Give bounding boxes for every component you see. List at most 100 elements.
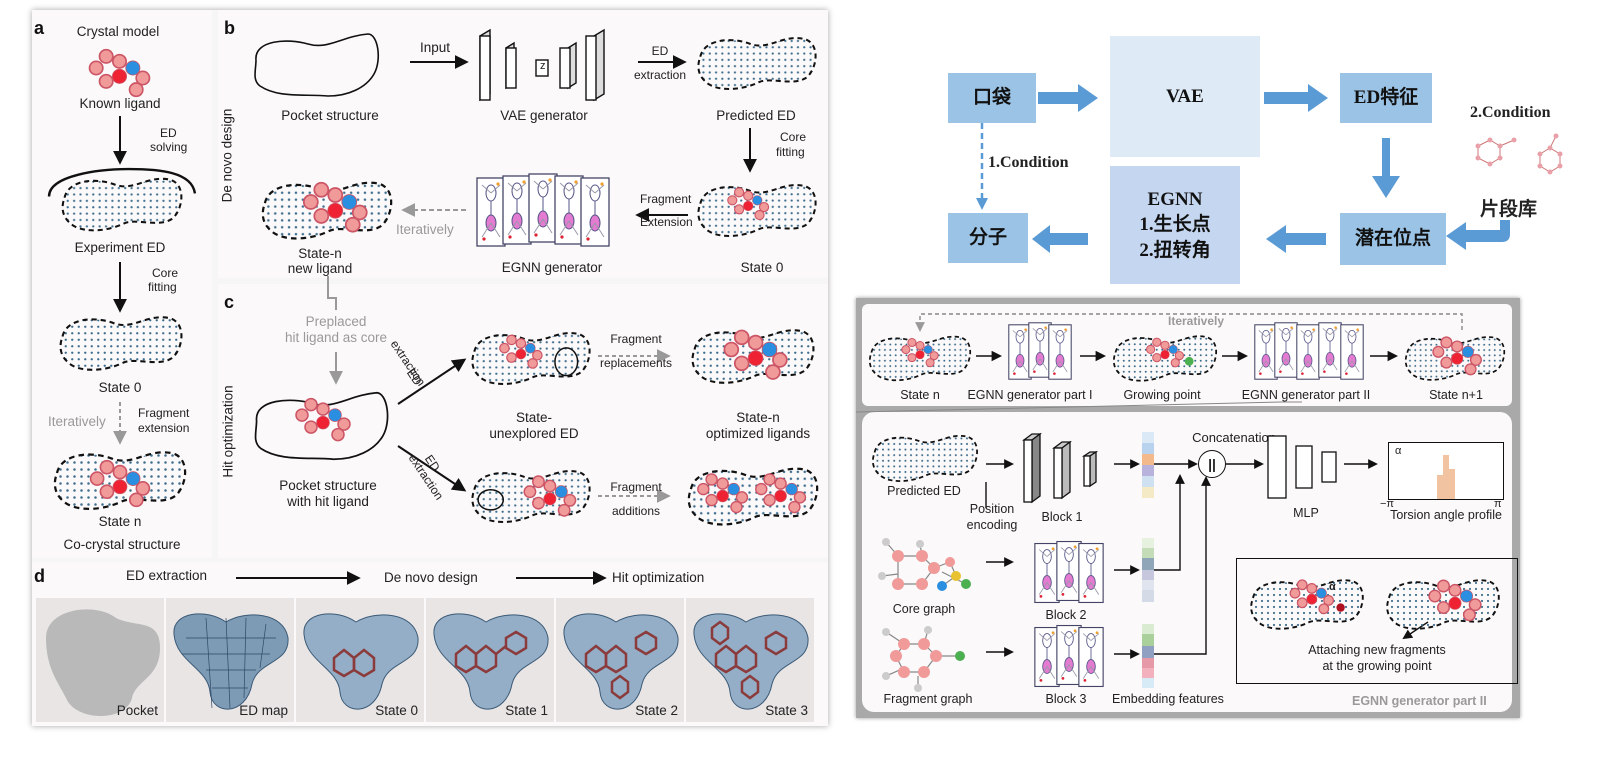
torsion-bar-3 [1449,469,1455,499]
egnn-title: EGNN [1147,188,1203,210]
vae-box: VAE [1110,36,1260,157]
unexplored-blob-up [468,318,594,398]
fragment-graph-label: Fragment graph [883,692,973,706]
cocrystal-label: Co-crystal structure [63,537,181,552]
fragment-extension-b1: Fragment [640,192,692,206]
pocket-hit-2: with hit ligand [287,494,369,509]
pocket-outline-b [254,33,380,97]
mlp-blocks [1267,435,1337,499]
block3-sheets [1034,624,1104,688]
minus-pi-label: −π [1380,498,1395,510]
arrow-a1 [113,116,127,165]
predicted-ed-blob-b [694,26,820,100]
fragment-extension-a1: Fragment [138,406,190,420]
tile-state0-label: State 0 [375,703,418,718]
panel-a-letter: a [34,18,45,38]
known-ligand-label: Known ligand [79,96,161,111]
molecule-box: 分子 [948,213,1028,263]
state-n-optimized-2: optimized ligands [705,426,811,441]
stage-de-novo: De novo design [384,570,478,585]
pocket-hit-1: Pocket structure [279,478,377,493]
state-unexplored-1: State- [515,410,553,425]
block3-label: Block 3 [1045,692,1087,706]
tile-pocket: Pocket [36,598,164,722]
staten-label-a: State n [98,514,142,529]
core-graph [878,538,971,591]
ed-solving-1: ED [160,126,177,140]
position-encoding-1: Position [969,502,1015,516]
tile-state3-label: State 3 [765,703,808,718]
iteratively-a: Iteratively [48,414,106,429]
tile-state2: State 2 [556,598,684,722]
state-n-right: State n [900,388,940,402]
state-n-blob-right [866,328,974,388]
fragment-replacements-1: Fragment [610,332,662,346]
staten-blob-b [258,170,396,250]
growing-point-label: Growing point [1123,388,1201,402]
predicted-ed-right: Predicted ED [887,484,961,498]
state0-label-b: State 0 [740,260,784,275]
ed-solving-2: solving [150,140,188,154]
iteratively-loop [915,313,1463,362]
stage-ed-extraction: ED extraction [126,568,208,583]
condition2-label: 2.Condition [1470,104,1551,121]
stage-arrows [236,571,607,585]
fragment-replacements-2: replacements [599,356,673,370]
arrow-a2 [113,262,127,313]
latent-site-box: 潜在位点 [1340,213,1446,265]
pi-label: π [1494,498,1502,510]
torsion-plot: α [1388,442,1504,500]
egnn-part2-label: EGNN generator part II [1241,388,1371,402]
fragment-additions-2: additions [611,504,661,518]
unexplored-blob-down [468,456,594,536]
figure-left: a Crystal model Known ligand ED solving … [32,10,828,726]
staten-new-label-1: State-n [298,246,342,261]
preplaced-2: hit ligand as core [284,330,388,345]
figure-right: Iteratively State n EGNN generator part … [855,298,1520,718]
arrows-b [401,55,757,222]
iteratively-b: Iteratively [396,222,454,237]
egnn-box: EGNN 1.生长点 2.扭转角 [1110,166,1240,284]
mlp-label: MLP [1293,506,1319,520]
alpha-label: α [1395,445,1402,457]
panel-b-letter: b [224,18,235,38]
experiment-ed-label: Experiment ED [74,240,166,255]
stage-hit-opt: Hit optimization [612,570,705,585]
tiles-strip: Pocket ED map State 0 State 1 State 2 St… [36,598,826,722]
egnn-part1-label: EGNN generator part I [967,388,1093,402]
egnn-step1: 1.生长点 [1139,214,1211,236]
tile-state0: State 0 [296,598,424,722]
panel-d-letter: d [34,566,45,586]
block2-label: Block 2 [1045,608,1087,622]
egnn-part1-sheets [1008,322,1072,380]
tile-ed-map: ED map [166,598,294,722]
torsion-label: Torsion angle profile [1390,508,1502,522]
attaching-label-1: Attaching new fragments [1308,643,1446,657]
input-label: Input [420,40,451,55]
ed-extraction-b2: extraction [633,68,687,82]
core-fitting-b2: fitting [776,145,805,159]
right-top-panel: Iteratively State n EGNN generator part … [862,304,1512,406]
panel-d: d ED extraction De novo design Hit optim… [32,562,828,726]
tile-pocket-label: Pocket [116,703,158,718]
growing-point-blob [1110,328,1220,388]
fragment-additions-1: Fragment [610,480,662,494]
core-fitting-a1: Core [152,266,179,280]
core-fitting-b1: Core [780,130,807,144]
flowchart: 口袋 VAE ED特征 1.Condition 2.Condition 片段库 … [860,20,1610,290]
attaching-box: α Attaching new fragments at the growing… [1236,558,1518,684]
arrows-c [327,276,671,503]
egnn-sheets-b [476,173,610,247]
condition1-label: 1.Condition [988,154,1069,171]
experiment-ed-blob [47,167,197,232]
state-n1-label: State n+1 [1429,388,1483,402]
crystal-model-label: Crystal model [76,24,160,39]
egnn-step2: 2.扭转角 [1139,239,1211,261]
concat-circle: || [1198,450,1226,478]
predicted-ed-label-b: Predicted ED [716,108,796,123]
egnn-part2-sheets [1254,322,1364,380]
tile-state2-label: State 2 [635,703,678,718]
concat-symbol: || [1208,456,1216,472]
staten-blob-a [50,444,190,516]
optimized-blob-up [688,316,818,396]
